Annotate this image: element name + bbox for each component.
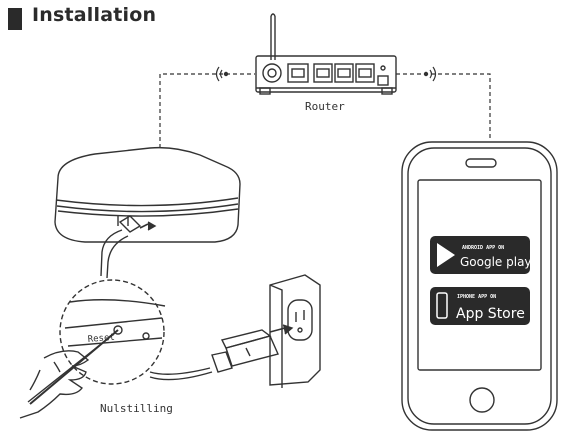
reset-label: Reset xyxy=(87,333,115,345)
wifi-signal-icon xyxy=(215,66,229,82)
smartphone xyxy=(401,141,558,431)
appstore-badge-small-text: IPHONE APP ON xyxy=(457,294,496,300)
reset-detail-magnifier xyxy=(59,279,166,385)
wifi-link-left xyxy=(159,73,255,148)
play-triangle-icon xyxy=(437,243,455,267)
title-marker xyxy=(8,8,22,30)
smart-hub-device xyxy=(54,146,241,243)
usb-cable xyxy=(100,215,157,279)
appstore-badge-big-text: App Store xyxy=(456,306,525,322)
reset-caption: Nulstilling xyxy=(100,402,173,415)
wall-outlet xyxy=(269,274,321,388)
router-label: Router xyxy=(305,100,345,113)
google-badge-big-text: Google play xyxy=(460,255,532,269)
phone-icon xyxy=(436,292,448,319)
google-play-badge[interactable]: ANDROID APP ON Google play xyxy=(430,236,532,274)
wifi-link-right xyxy=(396,73,491,140)
google-badge-small-text: ANDROID APP ON xyxy=(462,245,504,251)
page-title: Installation xyxy=(32,4,157,26)
router-illustration xyxy=(255,13,397,95)
app-store-badge[interactable]: IPHONE APP ON App Store xyxy=(430,287,530,325)
hand-with-pin-illustration xyxy=(19,329,119,419)
wifi-signal-icon xyxy=(423,66,437,82)
